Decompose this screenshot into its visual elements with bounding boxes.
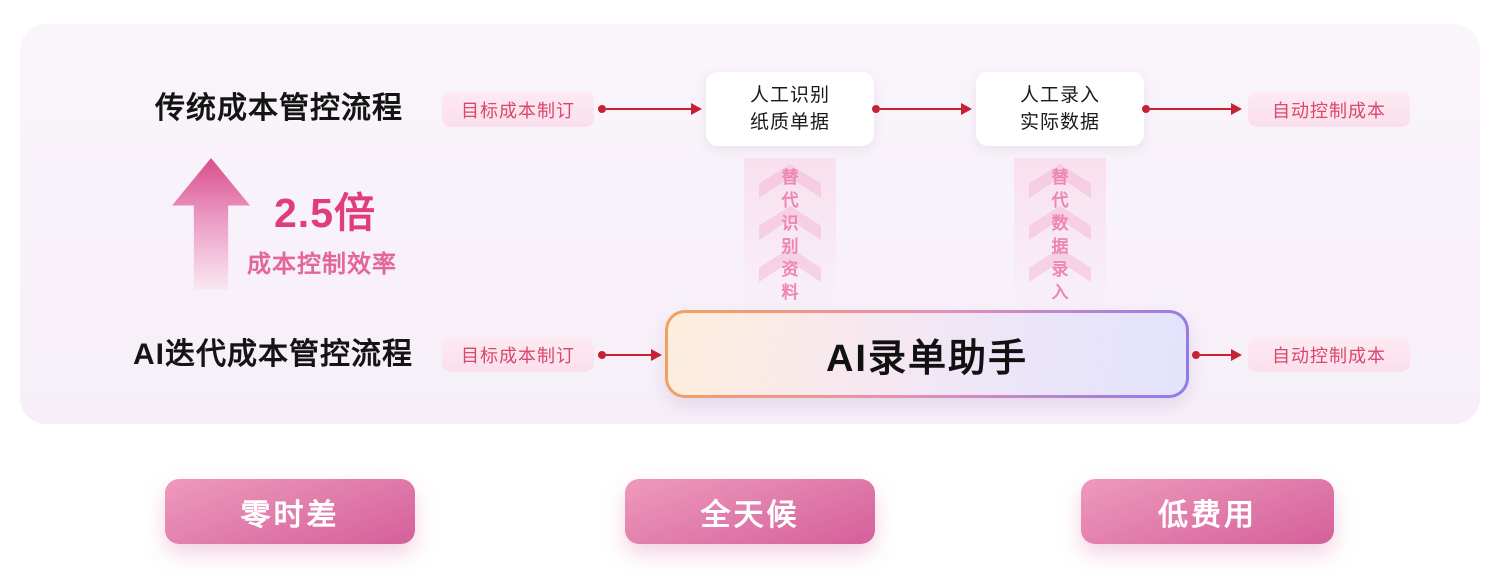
arrow-head: [1231, 103, 1242, 115]
arrow-head: [651, 349, 662, 361]
replace-identify-text: 替代识别资料: [781, 168, 799, 302]
efficiency-multiplier: 2.5倍: [274, 190, 376, 236]
ai-target-cost-pill: 目标成本制订: [442, 337, 594, 372]
arrow-line: [606, 354, 651, 356]
arrow-line: [1200, 354, 1231, 356]
up-arrow-icon: [172, 158, 250, 290]
badge-zero-delay: 零时差: [165, 479, 415, 544]
arrow-line: [1150, 108, 1231, 110]
replace-column-identify: 替代识别资料: [744, 158, 836, 312]
manual-entry-box: 人工录入 实际数据: [976, 72, 1144, 146]
ai-assistant-label: AI录单助手: [825, 337, 1028, 380]
flow-arrow-icon: [1142, 103, 1242, 115]
arrow-dot: [1142, 105, 1150, 113]
traditional-process-title: 传统成本管控流程: [155, 92, 403, 125]
arrow-head: [961, 103, 972, 115]
process-comparison-panel: 传统成本管控流程 目标成本制订 人工识别 纸质单据 人工录入 实际数据 自动控制…: [20, 24, 1480, 424]
ai-assistant-box: AI录单助手: [665, 310, 1189, 398]
manual-entry-line2: 实际数据: [1019, 112, 1100, 133]
arrow-line: [880, 108, 961, 110]
flow-arrow-icon: [598, 349, 662, 361]
ai-assistant-box-inner: AI录单助手: [668, 313, 1186, 395]
manual-entry-line1: 人工录入: [1019, 85, 1100, 106]
traditional-auto-control-pill: 自动控制成本: [1248, 92, 1410, 127]
replace-entry-text: 替代数据录入: [1051, 168, 1069, 302]
ai-process-title: AI迭代成本管控流程: [133, 338, 413, 371]
arrow-dot: [598, 105, 606, 113]
ai-auto-control-pill: 自动控制成本: [1248, 337, 1410, 372]
manual-identify-line2: 纸质单据: [749, 112, 830, 133]
arrow-dot: [598, 351, 606, 359]
arrow-dot: [1192, 351, 1200, 359]
arrow-dot: [872, 105, 880, 113]
arrow-head: [1231, 349, 1242, 361]
arrow-line: [606, 108, 691, 110]
badge-low-cost: 低费用: [1081, 479, 1334, 544]
manual-identify-box: 人工识别 纸质单据: [706, 72, 874, 146]
efficiency-label: 成本控制效率: [247, 251, 397, 278]
manual-identify-line1: 人工识别: [749, 85, 830, 106]
flow-arrow-icon: [1192, 349, 1242, 361]
badge-all-weather: 全天候: [625, 479, 875, 544]
flow-arrow-icon: [598, 103, 702, 115]
arrow-head: [691, 103, 702, 115]
replace-column-entry: 替代数据录入: [1014, 158, 1106, 312]
flow-arrow-icon: [872, 103, 972, 115]
traditional-target-cost-pill: 目标成本制订: [442, 92, 594, 127]
